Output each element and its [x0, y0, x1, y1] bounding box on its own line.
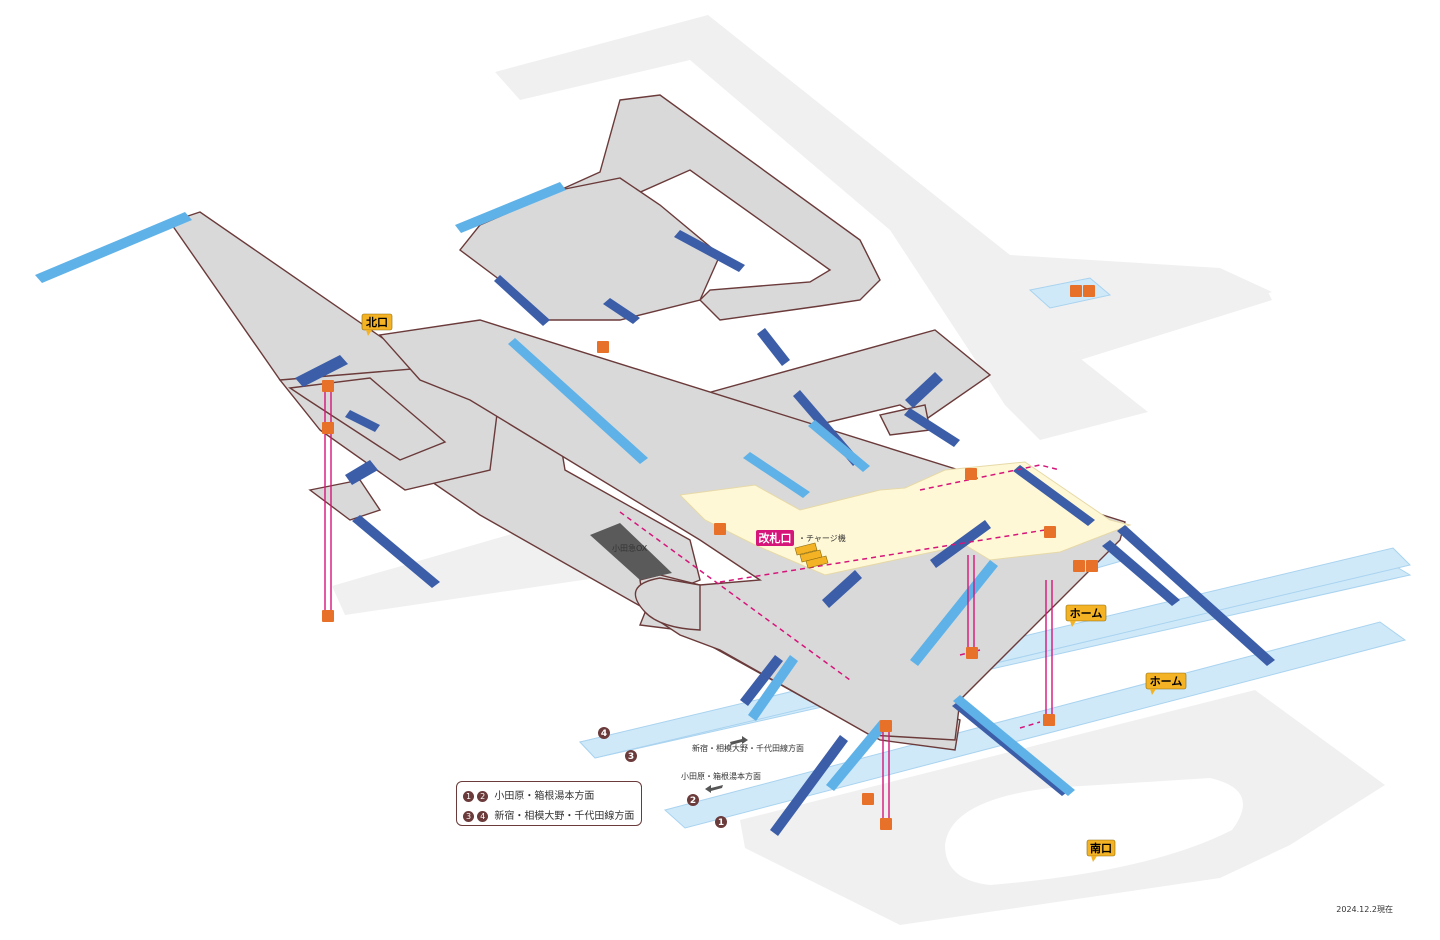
platform-label-a: ホーム [1070, 607, 1103, 620]
elevator-icon [880, 818, 892, 830]
direction-odawara: 小田原・箱根湯本方面 [681, 771, 761, 781]
wheelchair-icon [1073, 560, 1085, 572]
platform-tag-a: ホーム [1065, 604, 1107, 627]
elevator-icon [965, 468, 977, 480]
legend-row-1: 1 2 小田原・箱根湯本方面 [463, 787, 594, 802]
legend-num-2: 2 [477, 791, 489, 802]
legend-num-1: 1 [463, 791, 474, 802]
elevator-icon [1044, 526, 1056, 538]
train-arrow-icon [705, 785, 723, 793]
date-stamp: 2024.12.2現在 [1336, 904, 1393, 914]
legend: 1 2 小田原・箱根湯本方面 3 4 新宿・相模大野・千代田線方面 [456, 781, 642, 826]
platform-number-2: 2 [690, 796, 696, 806]
legend-num-4: 4 [477, 811, 489, 822]
elevator-icons [322, 380, 1056, 830]
north-exit-tag: 北口 [361, 313, 393, 336]
legend-text-2: 新宿・相模大野・千代田線方面 [494, 811, 635, 822]
toilet-icon [1083, 285, 1095, 297]
south-exit-label: 南口 [1090, 841, 1112, 855]
ticket-gates [794, 542, 829, 569]
escalators [35, 182, 1075, 796]
elevator-icon [322, 422, 334, 434]
ticket-gate-label: 改札口 [759, 531, 792, 545]
shop-label: 小田急OX [612, 543, 648, 553]
elevator-icon [322, 610, 334, 622]
legend-row-2: 3 4 新宿・相模大野・千代田線方面 [463, 807, 634, 822]
toilet-icon [1086, 560, 1098, 572]
south-exit-tag: 南口 [1086, 839, 1116, 862]
route-lines [619, 464, 1061, 729]
wheelchair-toilet-icons [597, 285, 1098, 805]
shop-box [590, 523, 672, 580]
direction-shinjuku: 新宿・相模大野・千代田線方面 [692, 743, 804, 753]
wheelchair-icon [1070, 285, 1082, 297]
elevator-icon [966, 647, 978, 659]
elevator-icon [322, 380, 334, 392]
train-arrow-icon [730, 736, 748, 745]
train-arrow-icons [705, 736, 748, 793]
elevator-icon [1043, 714, 1055, 726]
paid-area [678, 461, 1132, 576]
north-exit-label: 北口 [366, 315, 388, 329]
ticket-machine-icon [714, 523, 726, 535]
ground-white-cutout [945, 778, 1243, 885]
legend-text-1: 小田原・箱根湯本方面 [494, 791, 595, 802]
platform-label-b: ホーム [1150, 675, 1183, 688]
legend-num-3: 3 [463, 811, 474, 822]
platform-number-3: 3 [628, 752, 634, 762]
platform-tag-b: ホーム [1145, 672, 1187, 695]
ticket-gate-tag: 改札口 [756, 530, 794, 546]
wheelchair-icon [597, 341, 609, 353]
wheelchair-icon [862, 793, 874, 805]
charge-machine-label: ・チャージ機 [798, 533, 846, 543]
platform-number-1: 1 [718, 818, 724, 828]
platform-number-4: 4 [601, 729, 607, 739]
elevator-icon [880, 720, 892, 732]
platform-numbers: 4 3 2 1 [598, 727, 727, 828]
